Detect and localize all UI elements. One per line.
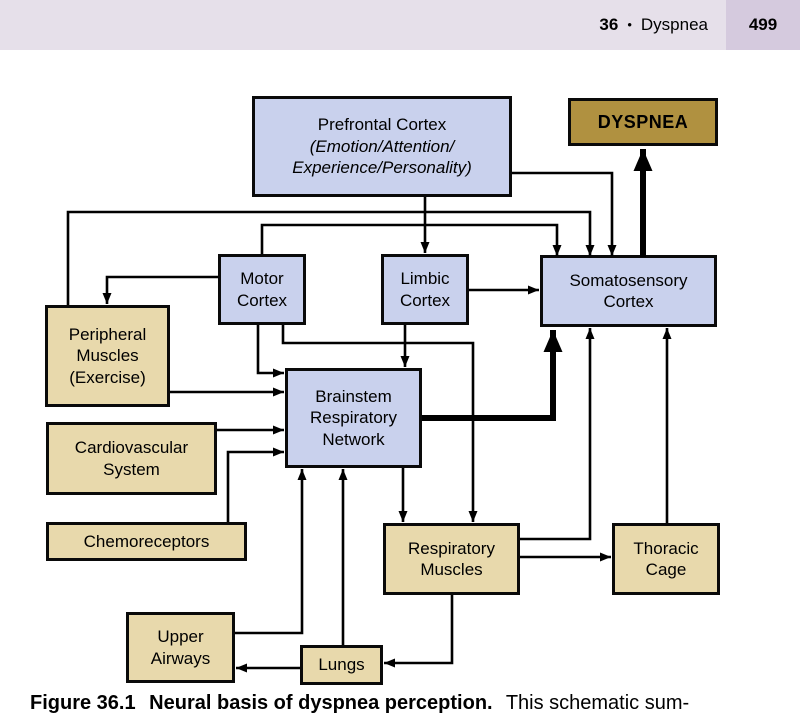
node-thoracic-cage: Thoracic Cage — [612, 523, 720, 595]
page-header: 36 • Dyspnea 499 — [0, 0, 800, 50]
arrow-prefrontal-cortex-to-somatosensory-cortex — [512, 171, 617, 256]
node-label: Respiratory — [310, 408, 397, 428]
chapter-number: 36 — [599, 15, 619, 34]
node-label: Experience/Personality) — [292, 158, 472, 178]
node-dyspnea: DYSPNEA — [568, 98, 718, 146]
node-label: Peripheral — [68, 324, 147, 344]
node-label: Cortex — [236, 290, 288, 310]
figure-caption-text: This schematic sum- — [505, 692, 690, 714]
node-respiratory-muscles: Respiratory Muscles — [383, 523, 520, 595]
node-label: DYSPNEA — [597, 111, 689, 132]
chapter-title: Dyspnea — [640, 15, 708, 34]
node-label: Somatosensory — [569, 270, 688, 290]
node-limbic-cortex: Limbic Cortex — [381, 254, 469, 325]
node-upper-airways: Upper Airways — [126, 612, 235, 683]
node-label: (Emotion/Attention/ — [309, 136, 455, 156]
arrow-respiratory-muscles-to-somatosensory-cortex — [520, 328, 595, 541]
node-label: Muscles — [420, 560, 483, 579]
node-label: Network — [322, 429, 385, 449]
node-label: Thoracic — [633, 538, 699, 558]
node-label: (Exercise) — [69, 367, 146, 387]
node-label: Cage — [645, 560, 687, 579]
node-cardiovascular-system: Cardiovascular System — [46, 422, 217, 495]
arrow-motor-cortex-to-somatosensory-cortex — [260, 223, 562, 256]
node-peripheral-muscles: Peripheral Muscles (Exercise) — [45, 305, 170, 407]
node-label: Cortex — [603, 292, 654, 311]
node-brainstem-respiratory-network: Brainstem Respiratory Network — [285, 368, 422, 468]
node-label: Cortex — [399, 290, 451, 310]
node-label: Prefrontal Cortex — [317, 115, 447, 135]
node-label: Limbic — [400, 269, 450, 289]
page-number-badge: 499 — [726, 0, 800, 50]
arrow-motor-cortex-to-brainstem — [256, 325, 284, 378]
figure-title: Neural basis of dyspnea perception. — [149, 692, 493, 714]
node-label: Brainstem — [315, 386, 392, 406]
node-label: Lungs — [318, 655, 365, 675]
figure-label: Figure 36.1 — [30, 692, 136, 714]
arrow-chemoreceptors-to-brainstem — [226, 447, 284, 522]
node-label: Cardiovascular — [74, 438, 189, 458]
node-label: Respiratory — [408, 538, 495, 558]
node-chemoreceptors: Chemoreceptors — [46, 522, 247, 561]
node-label: Muscles — [76, 346, 139, 366]
node-label: Motor — [240, 269, 284, 289]
arrow-brainstem-to-somatosensory-cortex-thick — [422, 330, 563, 421]
node-label: System — [103, 459, 160, 479]
arrow-respiratory-muscles-to-lungs — [384, 595, 454, 668]
node-lungs: Lungs — [300, 645, 383, 685]
figure-caption: Figure 36.1 Neural basis of dyspnea perc… — [30, 692, 689, 715]
arrow-motor-cortex-to-peripheral-muscles — [102, 275, 218, 304]
node-somatosensory-cortex: Somatosensory Cortex — [540, 255, 717, 327]
arrow-peripheral-muscles-to-somatosensory-cortex — [66, 210, 595, 305]
node-prefrontal-cortex: Prefrontal Cortex (Emotion/Attention/ Ex… — [252, 96, 512, 197]
node-label: Airways — [150, 648, 211, 668]
node-label: Chemoreceptors — [83, 531, 210, 551]
node-motor-cortex: Motor Cortex — [218, 254, 306, 325]
node-label: Upper — [157, 627, 204, 647]
bullet-separator-icon: • — [627, 16, 632, 32]
